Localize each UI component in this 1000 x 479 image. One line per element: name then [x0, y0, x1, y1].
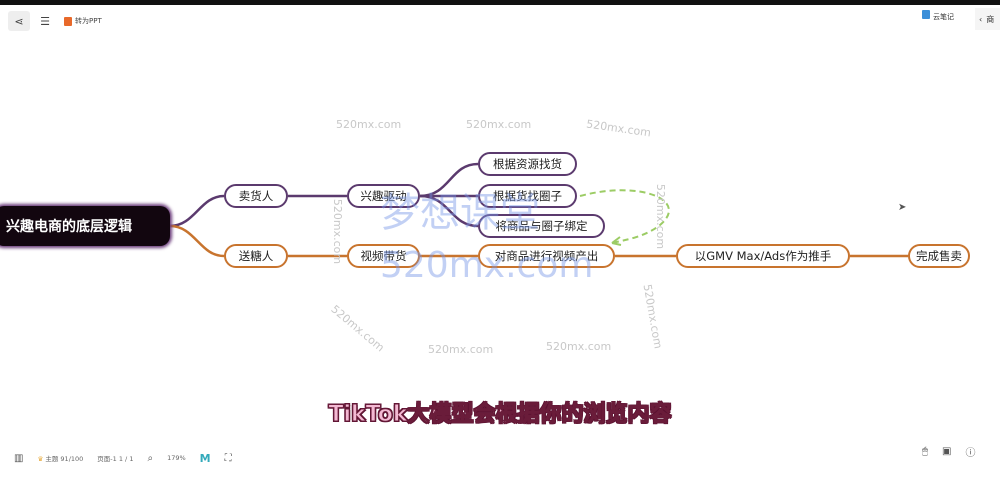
window-top-bar	[0, 0, 1000, 5]
node-seller[interactable]: 卖货人	[224, 184, 288, 208]
fullscreen-icon[interactable]: ⛶	[224, 452, 232, 464]
mindmap-view-button[interactable]: ⋖	[8, 11, 30, 31]
theme-button[interactable]: ♛ 主题 91/100	[37, 453, 83, 463]
bottom-right-tools: 🖱 ▣ ⓘ	[922, 444, 975, 459]
share-nodes-icon: ⋖	[14, 14, 24, 28]
connector-root-sugar	[169, 224, 225, 258]
node-leaf-3[interactable]: 将商品与圈子绑定	[478, 214, 605, 238]
node-leaf-2[interactable]: 根据货找圈子	[478, 184, 577, 208]
root-node[interactable]: 兴趣电商的底层逻辑	[0, 206, 170, 246]
watermark-large-cn: 梦想课堂	[380, 190, 540, 236]
bottom-toolbar: ▥ ♛ 主题 91/100 页面-1 1 / 1 ⌕ 179% M ⛶	[6, 444, 240, 472]
node-leaf-1[interactable]: 根据资源找货	[478, 152, 577, 176]
watermark: 520mx.com	[654, 183, 668, 250]
watermark: 520mx.com	[546, 340, 612, 353]
to-ppt-label: 转为PPT	[75, 17, 102, 25]
note-icon	[922, 10, 930, 19]
watermark: 520mx.com	[466, 118, 532, 131]
mouse-cursor-icon: ➤	[898, 202, 907, 213]
ai-logo-icon[interactable]: M	[199, 451, 211, 465]
relation-arrow-icon	[611, 236, 622, 246]
crown-icon: ♛	[37, 455, 44, 463]
relation-link	[579, 189, 670, 244]
node-video-output[interactable]: 对商品进行视频产出	[478, 244, 615, 268]
watermark: 520mx.com	[336, 118, 402, 131]
watermark: 520mx.com	[428, 343, 494, 356]
node-video-sales[interactable]: 视频带货	[347, 244, 420, 268]
theme-label: 主题 91/100	[45, 455, 84, 463]
side-panel-toggle[interactable]: ‹商	[975, 8, 1000, 30]
node-gmv-max[interactable]: 以GMV Max/Ads作为推手	[676, 244, 850, 268]
node-interest-driven[interactable]: 兴趣驱动	[347, 184, 420, 208]
connector-drive-leaf3	[419, 194, 479, 228]
page-count: 1 / 1	[118, 455, 134, 463]
cloud-note-button[interactable]: 云笔记	[922, 10, 954, 22]
video-subtitle: TikTok大模型会根据你的浏览内容	[328, 402, 672, 428]
page-selector[interactable]: 页面-1 1 / 1	[97, 453, 133, 463]
cloud-note-label: 云笔记	[933, 13, 954, 21]
watermark-large-en: 520mx.com	[380, 245, 594, 286]
node-sugar[interactable]: 送糖人	[224, 244, 288, 268]
search-icon[interactable]: ⌕	[147, 452, 154, 464]
mouse-mode-icon[interactable]: 🖱	[922, 446, 928, 457]
ppt-icon	[64, 16, 72, 26]
node-complete-sale[interactable]: 完成售卖	[908, 244, 970, 268]
image-icon[interactable]: ▣	[942, 446, 952, 457]
connector-root-seller	[169, 194, 225, 228]
map-icon[interactable]: ▥	[14, 452, 24, 464]
help-icon[interactable]: ⓘ	[965, 448, 976, 459]
zoom-level[interactable]: 179%	[167, 454, 186, 462]
watermark: 520mx.com	[331, 198, 345, 265]
side-panel-label: 商	[986, 14, 995, 24]
page-label: 页面-1	[97, 455, 117, 463]
view-toolbar: ⋖ ☰ 转为PPT	[4, 10, 110, 32]
chevron-left-icon: ‹	[979, 14, 983, 24]
outline-view-button[interactable]: ☰	[34, 11, 56, 31]
to-ppt-button[interactable]: 转为PPT	[60, 11, 106, 31]
list-icon: ☰	[40, 14, 50, 28]
